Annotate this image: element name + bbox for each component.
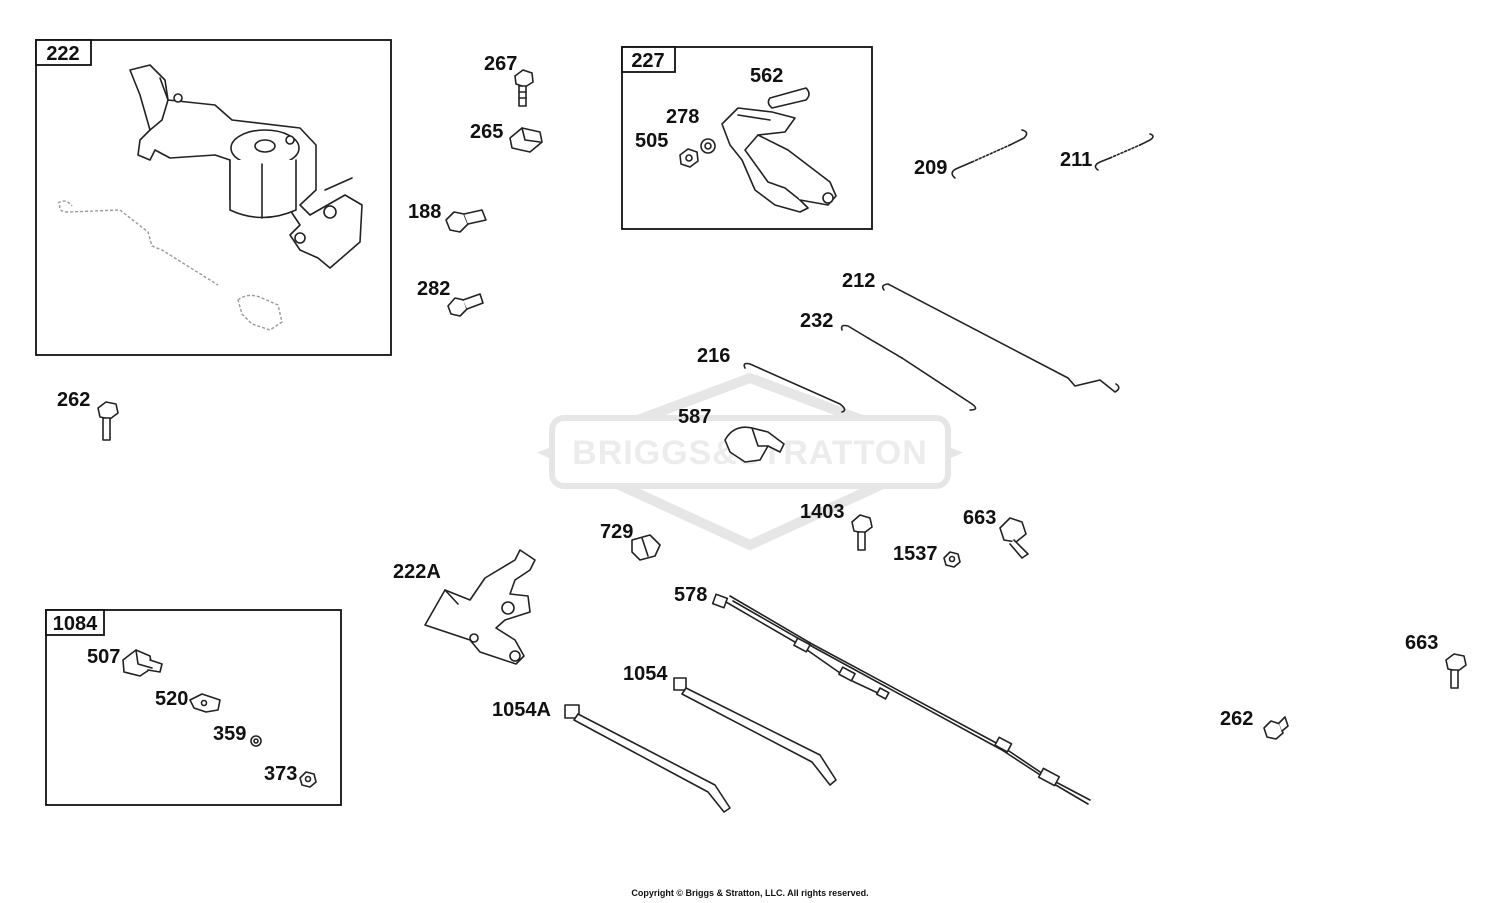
callout-587: 587 [678,406,711,428]
screw-663-right [1445,653,1467,689]
group-box-222: 222 [35,39,392,356]
callout-211: 211 [1060,149,1092,171]
throttle-lever-drawing [679,87,837,213]
callout-262-right: 262 [1220,708,1253,730]
callout-663-right: 663 [1405,632,1438,654]
callout-1537: 1537 [893,543,938,565]
callout-212: 212 [842,270,875,292]
cover-587 [724,426,785,463]
callout-267: 267 [484,53,517,75]
callout-216: 216 [697,345,730,367]
screw-262-right [1263,716,1289,740]
governor-control-bracket-drawing [129,64,363,269]
nut-373 [299,771,317,788]
callout-520: 520 [155,688,188,710]
callout-262-left: 262 [57,389,90,411]
group-label-227: 227 [631,50,664,72]
screw-262-left [97,401,119,441]
copyright-footer: Copyright © Briggs & Stratton, LLC. All … [631,888,869,898]
governor-link-rod-dashed [57,200,283,331]
screw-267 [514,69,534,107]
nut-1537 [943,551,961,568]
callout-188: 188 [408,201,441,223]
callout-265: 265 [470,121,503,143]
callouts: 267 265 188 282 262 562 278 505 209 211 … [57,53,1438,785]
cable-tie-1054 [673,677,837,786]
callout-578: 578 [674,584,707,606]
governor-rod-212 [881,283,1120,393]
washer-359 [250,735,262,747]
callout-278: 278 [666,106,699,128]
spring-rod-232 [840,324,977,411]
clip-265 [509,127,543,153]
spring-209 [951,129,1028,179]
callout-209: 209 [914,157,947,179]
callout-222A: 222A [393,561,441,583]
screw-663-top [999,517,1029,559]
screw-188 [445,209,487,233]
cable-tie-1054A [564,704,731,813]
group-label-222: 222 [46,43,79,65]
callout-562: 562 [750,65,783,87]
callout-359: 359 [213,723,246,745]
callout-1054A: 1054A [492,699,551,721]
callout-232: 232 [800,310,833,332]
callout-729: 729 [600,521,633,543]
bracket-520 [189,693,221,713]
switch-507 [122,649,163,677]
callout-282: 282 [417,278,450,300]
callout-663-top: 663 [963,507,996,529]
group-label-1084: 1084 [53,613,98,635]
callout-507: 507 [87,646,120,668]
callout-505: 505 [635,130,668,152]
screw-282 [447,293,484,317]
screw-1403 [851,514,873,551]
callout-1403: 1403 [800,501,845,523]
callout-373: 373 [264,763,297,785]
clip-729 [631,534,661,561]
bracket-222A [424,549,536,665]
group-box-1084: 1084 [45,609,342,806]
group-box-227: 227 [621,46,873,230]
callout-1054: 1054 [623,663,668,685]
wire-harness-578 [711,593,1091,805]
spring-211 [1094,133,1154,171]
link-rod-216 [743,362,846,413]
